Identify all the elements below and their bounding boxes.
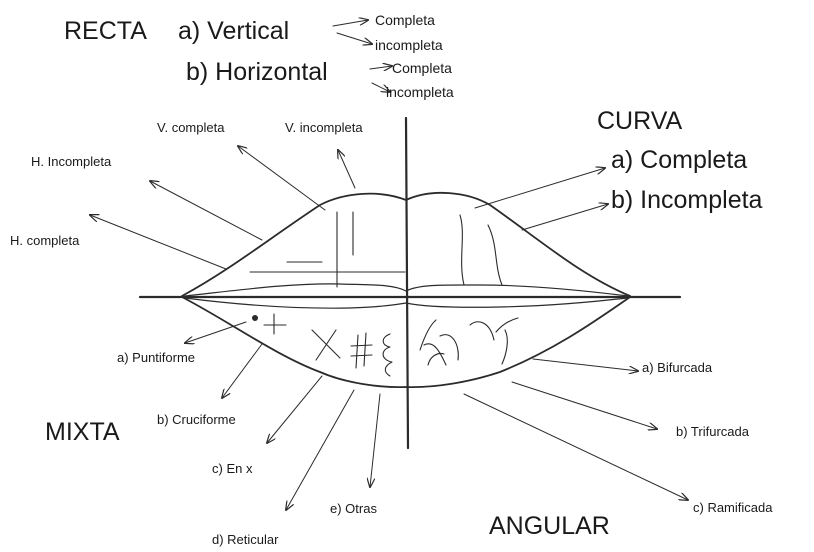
mixta-reticular: d) Reticular — [212, 533, 278, 546]
angular-fissure-5 — [496, 318, 518, 332]
lower-lip-outline — [182, 297, 630, 387]
arrow-otras — [370, 394, 380, 487]
reticular-line-4 — [351, 355, 372, 356]
arrow-ramificada — [464, 394, 688, 500]
mixta-puntiforme: a) Puntiforme — [117, 351, 195, 364]
arrow-puntiforme — [185, 322, 246, 343]
angular-title: ANGULAR — [489, 514, 610, 539]
reticular-line-2 — [364, 333, 366, 366]
recta-horizontal-incompleta: incompleta — [386, 85, 454, 99]
angular-fissure-3 — [440, 335, 458, 360]
x-fissure-a — [312, 330, 340, 358]
arrow-trifurcada — [512, 382, 657, 429]
punctiform-dot — [253, 316, 258, 321]
vertical-axis — [406, 118, 408, 448]
recta-horizontal-completa: Completa — [392, 61, 452, 75]
x-fissure-b — [316, 330, 336, 360]
angular-fissure-2 — [424, 344, 446, 365]
other-fissure-squiggle — [383, 334, 392, 376]
reticular-line-1 — [356, 335, 358, 368]
angular-ramificada: c) Ramificada — [693, 501, 772, 514]
recta-horizontal-label: b) Horizontal — [186, 60, 328, 85]
arrow-bifurcada — [533, 359, 638, 371]
arrow-v-completa — [238, 146, 325, 210]
arrow-h-completa — [90, 215, 226, 269]
reticular-line-3 — [351, 345, 372, 346]
label-v-completa: V. completa — [157, 121, 224, 134]
recta-vertical-completa: Completa — [375, 13, 435, 27]
angular-fissure-4 — [470, 322, 494, 340]
curva-incompleta: b) Incompleta — [611, 188, 762, 213]
label-h-completa: H. completa — [10, 234, 79, 247]
arrow-horizontal-completa — [370, 66, 392, 69]
label-v-incompleta: V. incompleta — [285, 121, 363, 134]
angular-fissure-6 — [502, 330, 507, 364]
mixta-otras: e) Otras — [330, 502, 377, 515]
mixta-en-x: c) En x — [212, 462, 252, 475]
arrow-curva-completa — [475, 168, 605, 208]
angular-trifurcada: b) Trifurcada — [676, 425, 749, 438]
label-h-incompleta: H. Incompleta — [31, 155, 111, 168]
recta-vertical-incompleta: incompleta — [375, 38, 443, 52]
curved-incomplete-fissure — [488, 225, 502, 285]
recta-vertical-label: a) Vertical — [178, 19, 289, 44]
arrow-vertical-incompleta — [337, 33, 372, 44]
arrow-v-incompleta — [338, 150, 355, 188]
angular-bifurcada: a) Bifurcada — [642, 361, 712, 374]
arrow-vertical-completa — [333, 20, 368, 26]
mixta-cruciforme: b) Cruciforme — [157, 413, 236, 426]
arrow-h-incompleta — [150, 181, 262, 240]
arrow-cruciforme — [222, 344, 262, 398]
mixta-title: MIXTA — [45, 420, 120, 445]
curva-completa: a) Completa — [611, 148, 747, 173]
arrow-en-x — [267, 376, 322, 443]
arrow-curva-incompleta — [522, 204, 608, 230]
curva-title: CURVA — [597, 109, 682, 134]
curved-complete-fissure — [460, 215, 464, 285]
recta-title: RECTA — [64, 19, 147, 44]
